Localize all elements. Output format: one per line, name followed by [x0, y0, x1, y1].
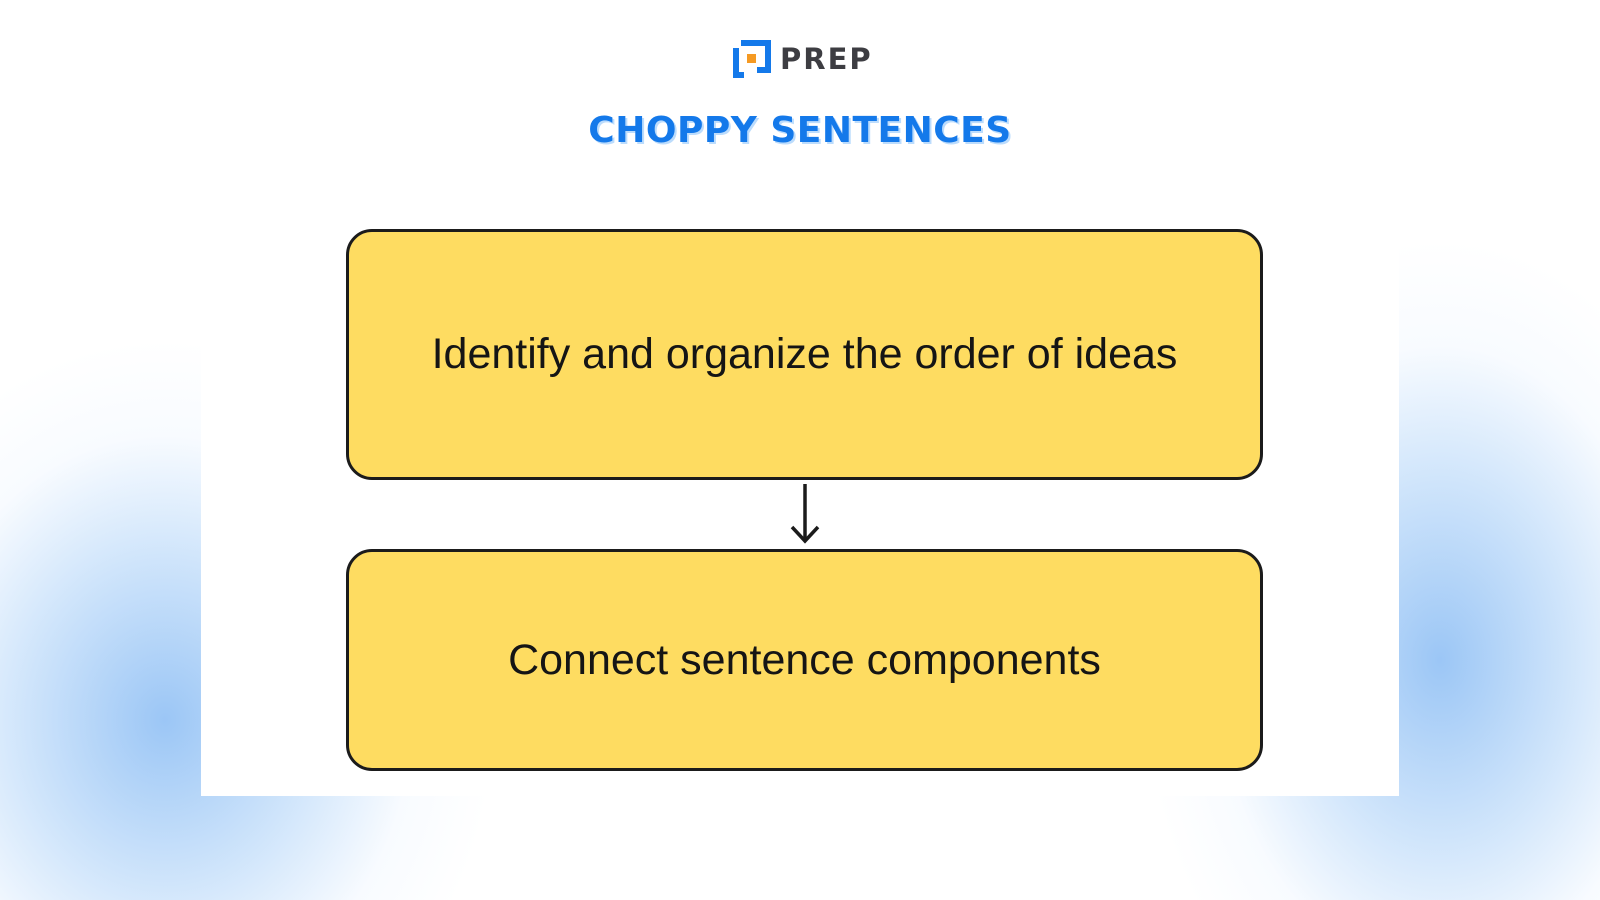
prep-logo-icon [733, 40, 771, 78]
brand-logo: PREP [732, 38, 873, 80]
flow-step-connect: Connect sentence components [346, 549, 1263, 771]
flow-step-identify: Identify and organize the order of ideas [346, 229, 1263, 480]
page-title: CHOPPY SENTENCES [588, 110, 1012, 151]
arrow-down-icon [790, 484, 820, 544]
brand-name: PREP [780, 42, 873, 76]
flow-step-label: Identify and organize the order of ideas [431, 330, 1178, 378]
flow-step-label: Connect sentence components [508, 635, 1101, 684]
